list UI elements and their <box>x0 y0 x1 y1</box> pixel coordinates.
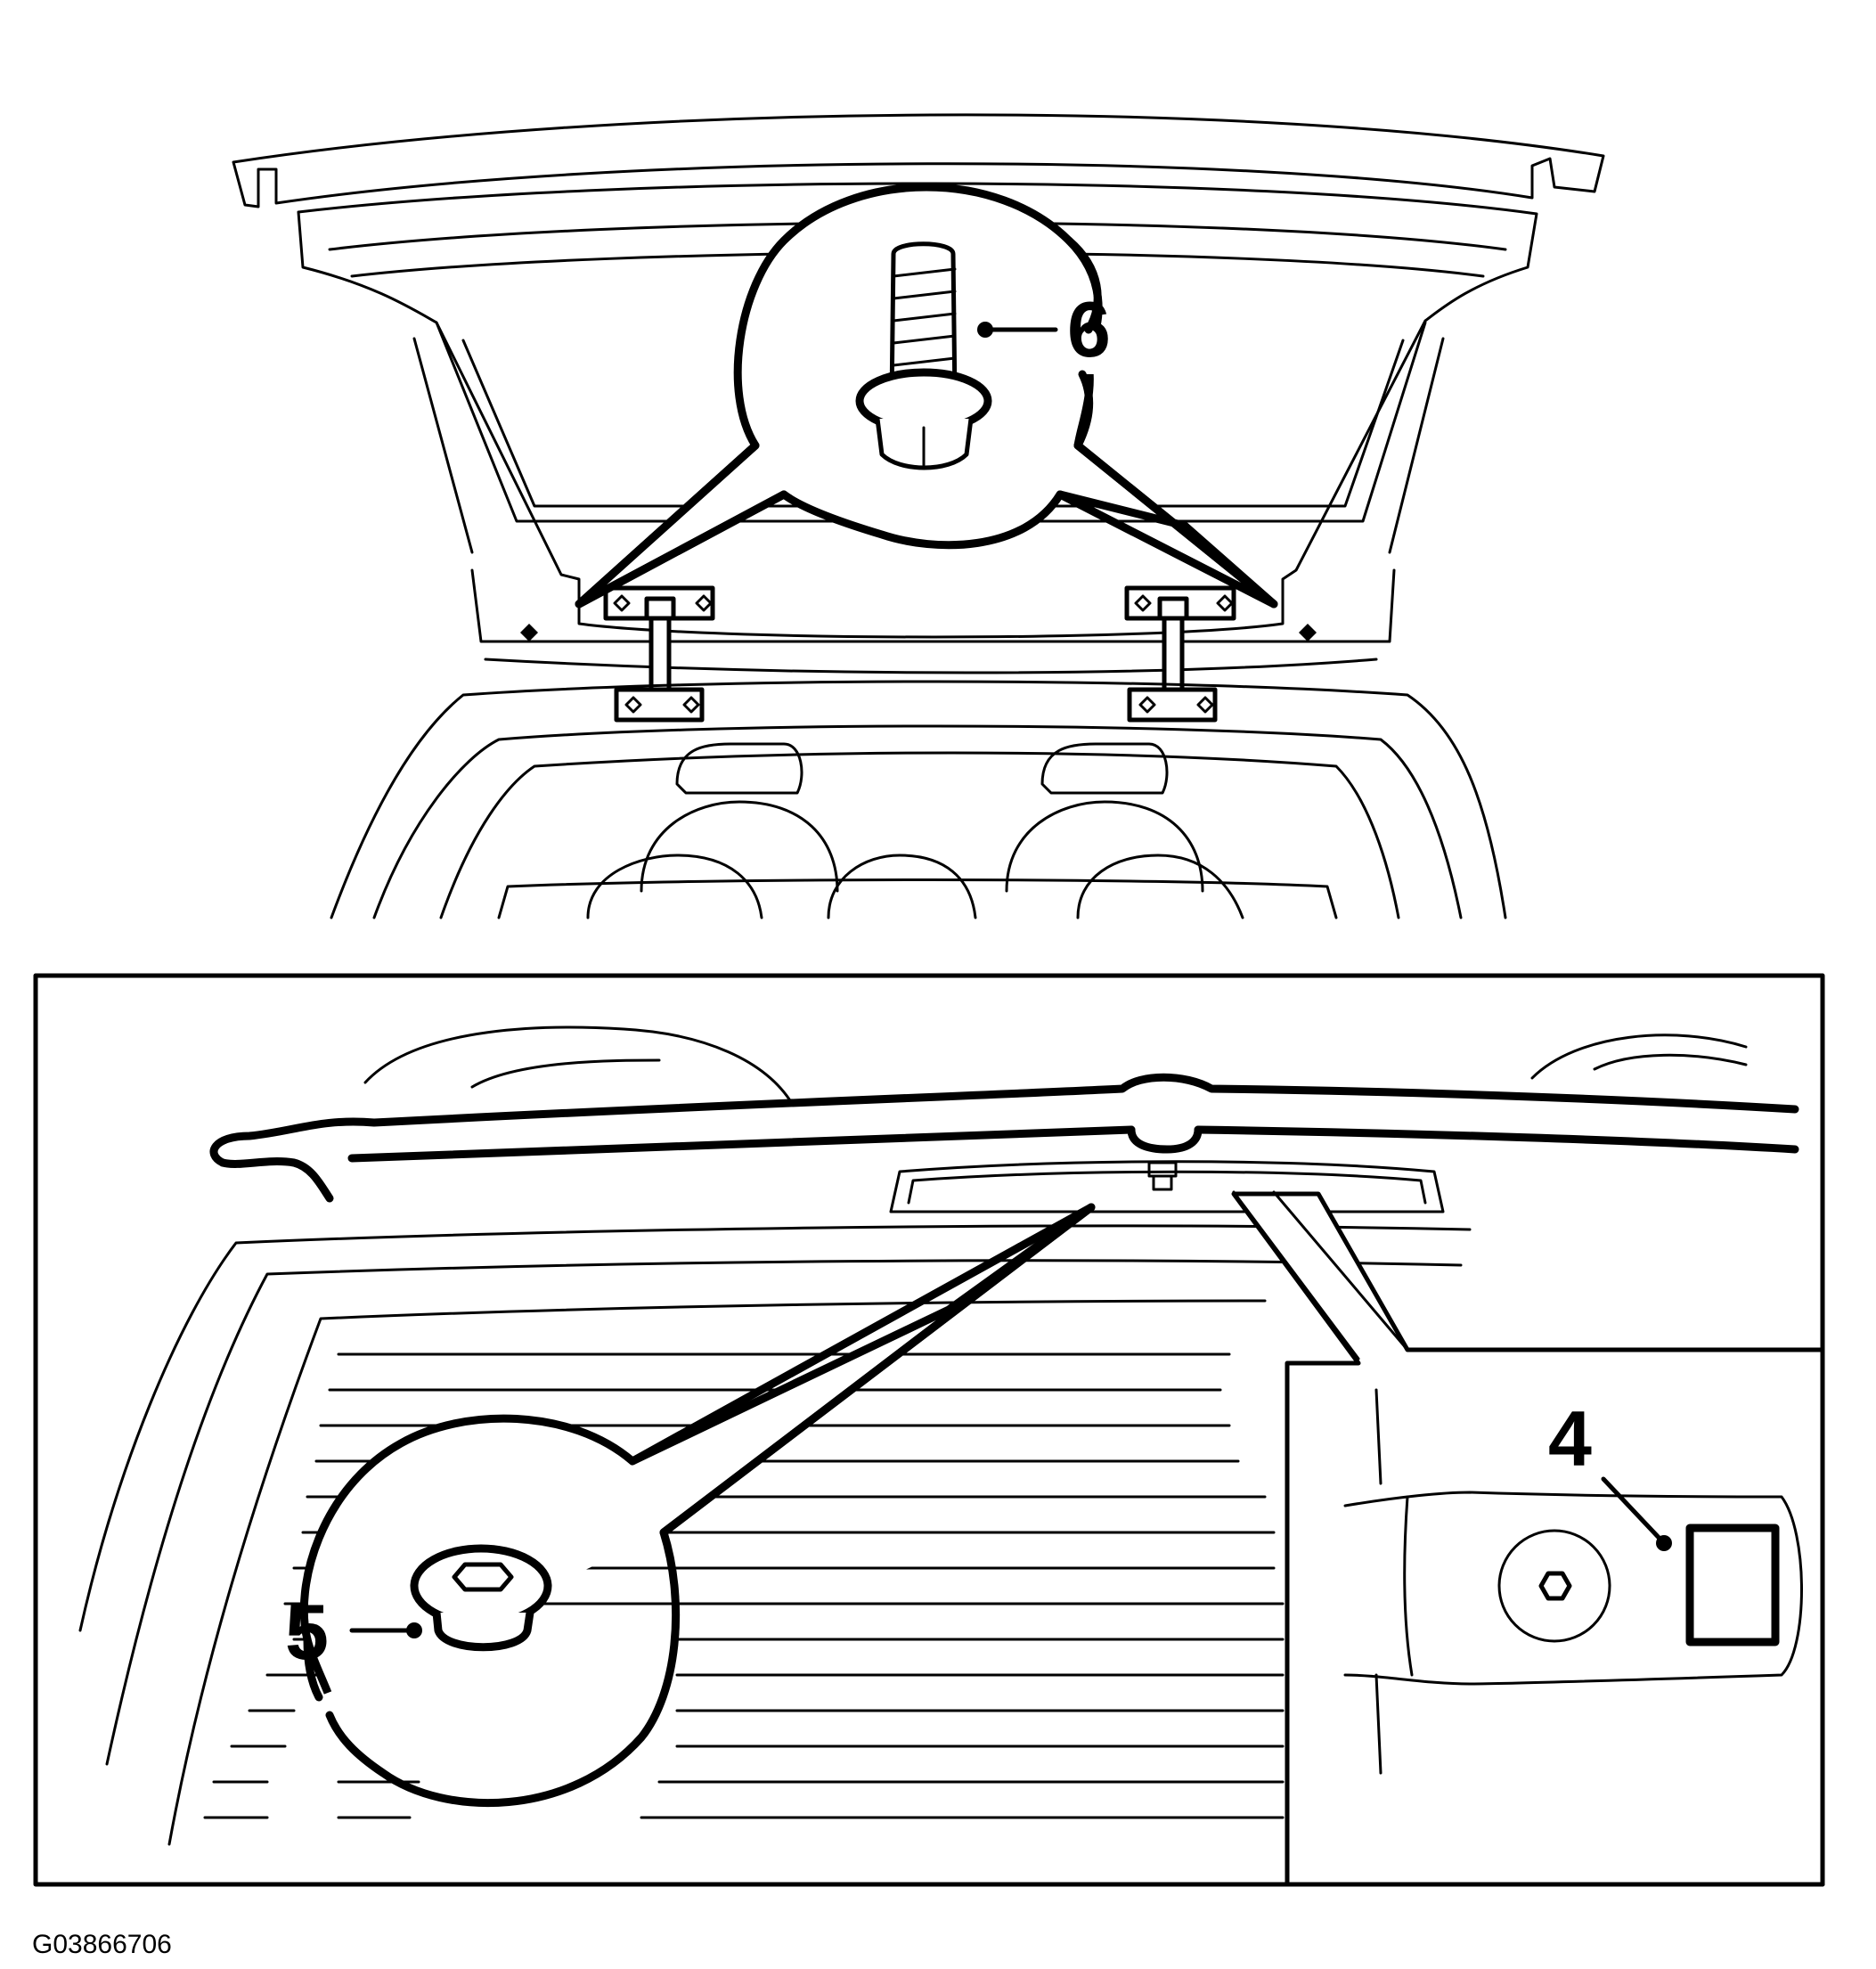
bracket-illustration <box>1343 1388 1803 1775</box>
callout-4-label: 4 <box>1548 1394 1592 1483</box>
bottom-view-frame: 4 5 <box>33 973 1825 1887</box>
callout-5-label: 5 <box>285 1588 329 1676</box>
top-view-tailgate: 6 <box>232 113 1605 919</box>
callout-6-label: 6 <box>1067 285 1111 373</box>
nut-illustration <box>410 1544 552 1652</box>
bolt-illustration <box>855 241 992 470</box>
figure-id: G03866706 <box>32 1930 172 1959</box>
